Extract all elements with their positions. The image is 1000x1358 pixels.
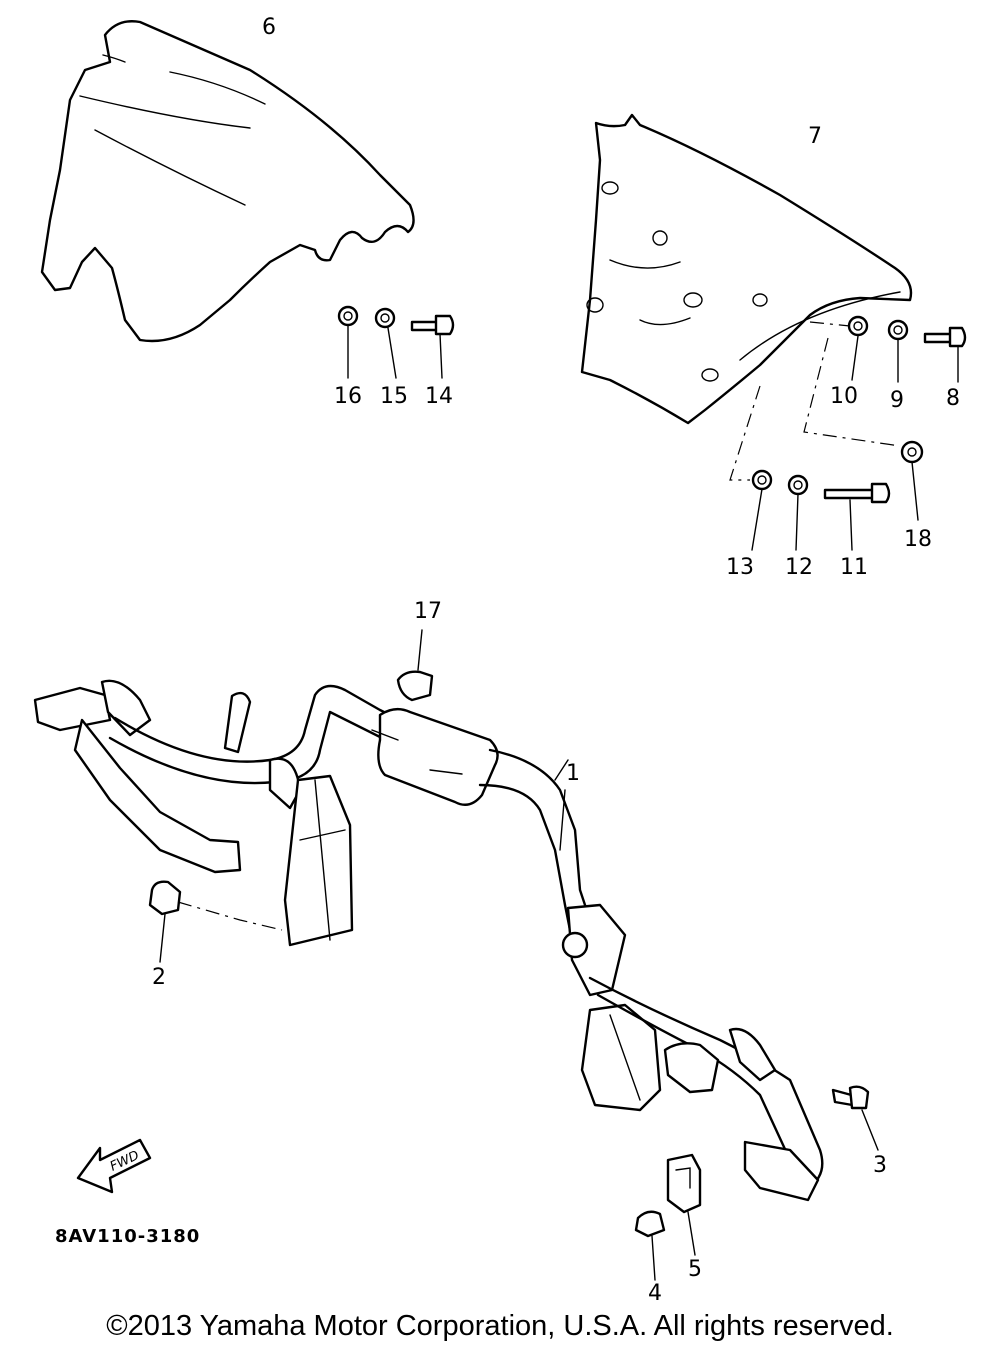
callout-5: 5: [688, 1257, 702, 1282]
callout-2: 2: [152, 965, 166, 990]
callout-4: 4: [648, 1281, 662, 1306]
callout-1: 1: [566, 761, 580, 786]
callout-6: 6: [262, 15, 276, 40]
callout-17: 17: [414, 599, 442, 624]
forward-arrow-icon: FWD: [76, 1138, 152, 1194]
hardware-set-left: [337, 305, 455, 379]
part-1-frame: [33, 670, 824, 1202]
part-7-cover: [580, 113, 913, 425]
part-code: 8AV110-3180: [55, 1226, 200, 1247]
copyright-notice: ©2013 Yamaha Motor Corporation, U.S.A. A…: [106, 1310, 894, 1342]
callout-7: 7: [808, 124, 822, 149]
hardware-set-right: [729, 315, 967, 551]
callout-14: 14: [425, 384, 453, 409]
callout-16: 16: [334, 384, 362, 409]
callout-11: 11: [840, 555, 868, 580]
callout-8: 8: [946, 386, 960, 411]
callout-12: 12: [785, 555, 813, 580]
callout-10: 10: [830, 384, 858, 409]
callout-13: 13: [726, 555, 754, 580]
part-6-cover: [40, 20, 415, 343]
callout-9: 9: [890, 388, 904, 413]
loose-parts: [148, 629, 879, 1281]
callout-18: 18: [904, 527, 932, 552]
callout-15: 15: [380, 384, 408, 409]
callout-3: 3: [873, 1153, 887, 1178]
